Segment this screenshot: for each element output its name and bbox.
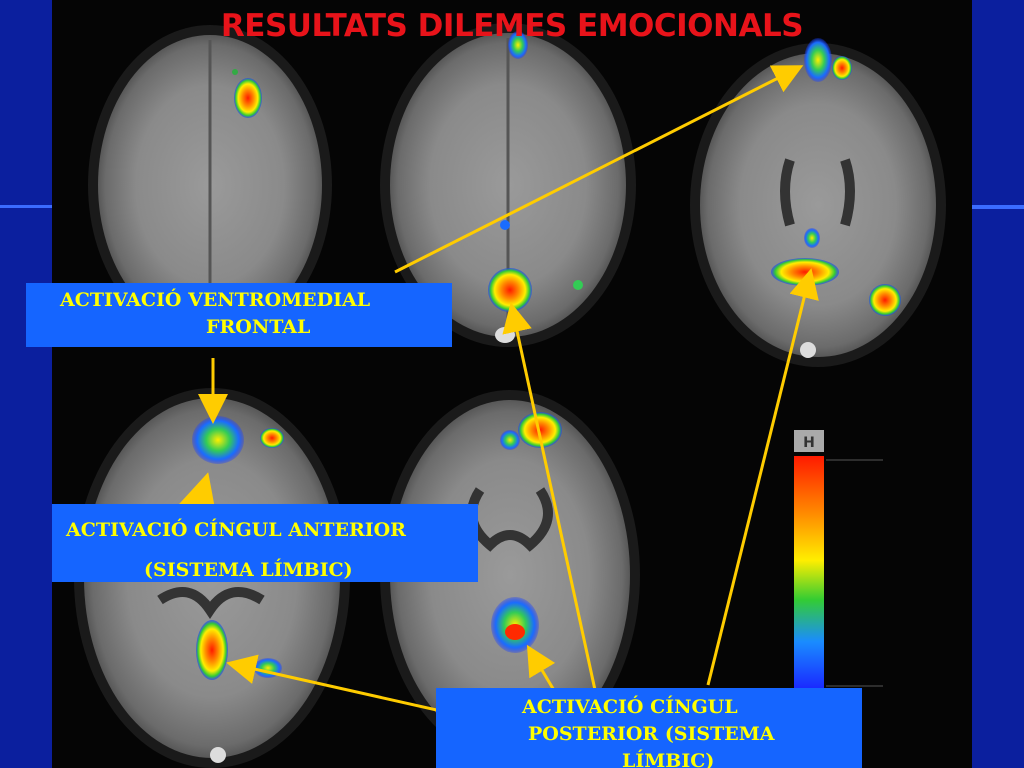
- activation-spot: [234, 78, 262, 118]
- label-ventromedial-frontal: ACTIVACIÓ VENTROMEDIAL FRONTAL: [26, 283, 452, 347]
- label-line: POSTERIOR (SISTEMA: [528, 723, 775, 745]
- activation-spot: [488, 268, 532, 312]
- brain-slice-1: [88, 25, 332, 345]
- activation-spot: [771, 258, 839, 286]
- colorbar-letter: H: [803, 435, 815, 451]
- left-margin-band: [0, 205, 52, 208]
- label-line: LÍMBIC): [622, 750, 715, 768]
- label-line: ACTIVACIÓ CÍNGUL: [522, 696, 738, 718]
- label-line: ACTIVACIÓ VENTROMEDIAL: [60, 289, 371, 311]
- activation-spot: [192, 416, 244, 464]
- brain-slice-3: [690, 38, 946, 367]
- slide-title: RESULTATS DILEMES EMOCIONALS: [220, 8, 804, 44]
- label-line: ACTIVACIÓ CÍNGUL ANTERIOR: [66, 519, 406, 541]
- left-margin: [0, 0, 52, 768]
- color-scale: H: [794, 430, 883, 688]
- label-cingul-posterior: ACTIVACIÓ CÍNGUL POSTERIOR (SISTEMA LÍMB…: [436, 688, 862, 768]
- right-margin: [972, 0, 1024, 768]
- colorbar-gradient: [794, 456, 824, 688]
- label-cingul-anterior: ACTIVACIÓ CÍNGUL ANTERIOR (SISTEMA LÍMBI…: [52, 504, 478, 582]
- right-margin-band: [972, 205, 1024, 209]
- label-line: FRONTAL: [206, 316, 311, 338]
- label-line: (SISTEMA LÍMBIC): [144, 559, 353, 581]
